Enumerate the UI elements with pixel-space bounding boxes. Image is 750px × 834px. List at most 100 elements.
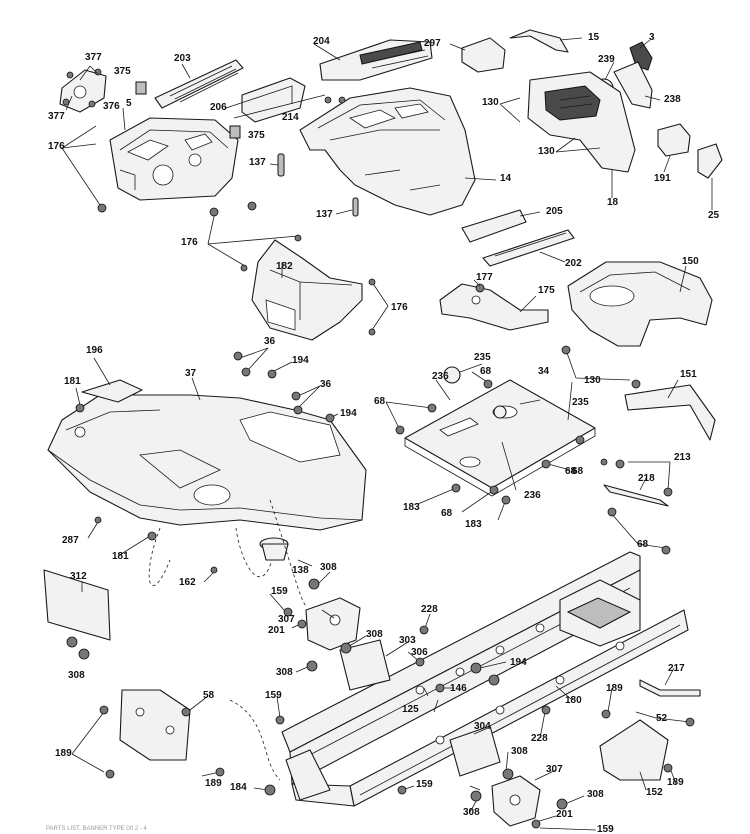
callout-label: 189 [205, 778, 222, 789]
callout-label: 189 [55, 748, 72, 759]
callout-label: 307 [278, 614, 295, 625]
main-frame [281, 551, 689, 807]
callout-label: 205 [546, 206, 563, 217]
callout-label: 130 [538, 146, 555, 157]
callout-label: 125 [402, 704, 419, 715]
callout-label: 177 [476, 272, 493, 283]
callout-label: 297 [424, 38, 441, 49]
pin [277, 153, 285, 177]
callout-label: 180 [565, 695, 582, 706]
callout-label: 189 [606, 683, 623, 694]
callout-label: 312 [70, 571, 87, 582]
grille [154, 59, 244, 109]
callout-label: 68 [572, 466, 584, 477]
brace [624, 384, 716, 441]
light-lens [613, 61, 653, 109]
leader-lines [61, 37, 713, 831]
callout-label: 303 [399, 635, 416, 646]
callout-label: 217 [668, 663, 685, 674]
pin [352, 197, 359, 217]
lower-dash [251, 239, 363, 341]
callout-label: 235 [572, 397, 589, 408]
callout-label: 176 [181, 237, 198, 248]
callout-label: 130 [482, 97, 499, 108]
callout-label: 194 [292, 355, 309, 366]
callout-label: 375 [248, 130, 265, 141]
guard [599, 719, 669, 781]
cup-holder-panel [241, 77, 306, 123]
callout-label: 308 [68, 670, 85, 681]
callout-label: 159 [597, 824, 614, 834]
dash-panel [109, 117, 239, 201]
callout-label: 162 [179, 577, 196, 588]
callout-label: 196 [86, 345, 103, 356]
axle-bracket [305, 597, 541, 827]
clip [135, 81, 147, 95]
callout-label: 202 [565, 258, 582, 269]
hood [299, 87, 476, 216]
clip [229, 125, 241, 139]
callout-label: 36 [264, 336, 276, 347]
callout-label: 308 [511, 746, 528, 757]
hood-vent [319, 39, 433, 81]
callout-label: 308 [320, 562, 337, 573]
fasteners [75, 201, 695, 829]
callout-label: 138 [292, 565, 309, 576]
callout-label: 68 [441, 508, 453, 519]
plate [449, 725, 501, 777]
foam-block [657, 123, 691, 157]
rear-fender [567, 261, 713, 347]
callout-label: 238 [664, 94, 681, 105]
callout-label: 218 [638, 473, 655, 484]
pedal-mount [119, 689, 191, 761]
callout-label: 151 [680, 369, 697, 380]
callout-label: 130 [584, 375, 601, 386]
heat-shield [43, 569, 111, 641]
callout-label: 236 [432, 371, 449, 382]
callout-label: 191 [654, 173, 671, 184]
callout-label: 183 [403, 502, 420, 513]
footrest-bar [461, 209, 575, 267]
callout-label: 176 [48, 141, 65, 152]
callout-label: 308 [276, 667, 293, 678]
callout-label: 159 [265, 690, 282, 701]
callout-label: 3 [649, 32, 655, 43]
rubber-boot [259, 537, 289, 561]
support-bracket [603, 484, 669, 507]
callout-label: 304 [474, 721, 491, 732]
callout-label: 36 [320, 379, 332, 390]
callout-label: 68 [374, 396, 386, 407]
plate [339, 639, 391, 691]
bumper [443, 366, 461, 384]
seat-plate [404, 379, 596, 497]
callout-label: 308 [587, 789, 604, 800]
callout-label: 18 [607, 197, 619, 208]
callout-label: 159 [416, 779, 433, 790]
front-grille [527, 71, 636, 173]
callout-label: 376 [103, 101, 120, 112]
pedal-bracket [439, 283, 549, 331]
callout-label: 15 [588, 32, 600, 43]
footplate [47, 394, 367, 531]
callout-label: 377 [48, 111, 65, 122]
callout-label: 204 [313, 36, 330, 47]
callout-label: 181 [64, 376, 81, 387]
mounting-bracket [59, 68, 107, 113]
callout-label: 206 [210, 102, 227, 113]
callout-label: 308 [463, 807, 480, 818]
callout-label: 184 [230, 782, 247, 793]
bumper [493, 405, 507, 419]
callout-label: 308 [366, 629, 383, 640]
callout-label: 213 [674, 452, 691, 463]
footpad [81, 379, 143, 403]
hidden-lines [148, 499, 307, 781]
callout-label: 307 [546, 764, 563, 775]
footer-note: PARTS LIST, BANNER TYPE 00 2 - 4 [46, 826, 147, 832]
callout-label: 34 [538, 366, 550, 377]
callout-label: 181 [112, 551, 129, 562]
callout-label: 287 [62, 535, 79, 546]
callout-label: 194 [510, 657, 527, 668]
callout-label: 37 [185, 368, 197, 379]
